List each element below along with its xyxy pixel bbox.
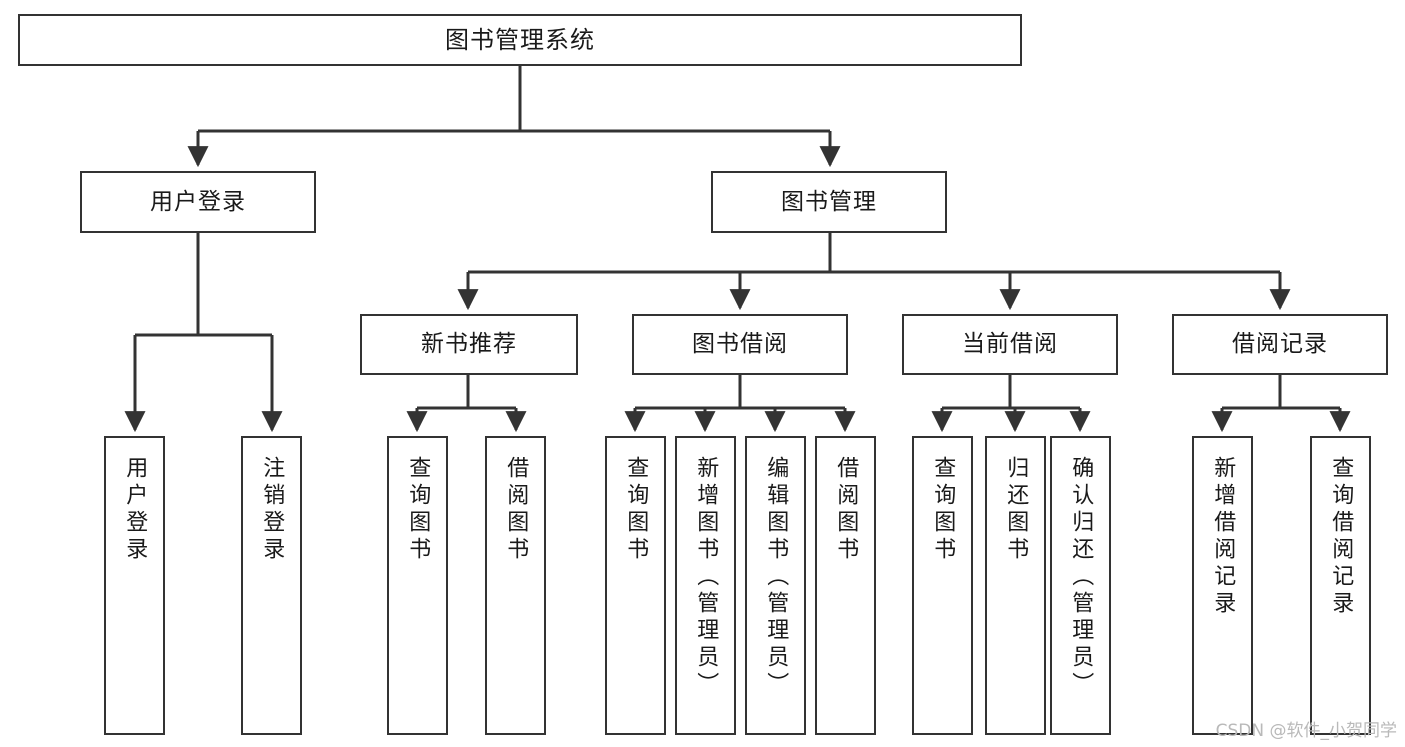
node-leaf-query-book-1-label: 查询图书 — [405, 456, 431, 564]
node-leaf-query-book-3-label: 查询图书 — [930, 456, 956, 564]
node-book-management-label: 图书管理 — [781, 188, 877, 215]
node-leaf-borrow-book-2-label: 借阅图书 — [833, 456, 859, 564]
node-leaf-confirm-return[interactable]: 确认归还（管理员） — [1050, 436, 1111, 735]
node-leaf-query-record[interactable]: 查询借阅记录 — [1310, 436, 1371, 735]
node-leaf-return-book[interactable]: 归还图书 — [985, 436, 1046, 735]
node-book-borrow-label: 图书借阅 — [692, 331, 788, 358]
node-user-login[interactable]: 用户登录 — [80, 171, 316, 233]
node-current-borrow-label: 当前借阅 — [962, 331, 1058, 358]
node-new-book-recommend-label: 新书推荐 — [421, 331, 517, 358]
node-borrow-record-label: 借阅记录 — [1232, 331, 1328, 358]
node-leaf-borrow-book-2[interactable]: 借阅图书 — [815, 436, 876, 735]
node-book-borrow[interactable]: 图书借阅 — [632, 314, 848, 375]
node-root-label: 图书管理系统 — [445, 26, 595, 54]
node-leaf-return-book-label: 归还图书 — [1003, 456, 1029, 564]
node-current-borrow[interactable]: 当前借阅 — [902, 314, 1118, 375]
node-leaf-query-book-2[interactable]: 查询图书 — [605, 436, 666, 735]
node-leaf-edit-book[interactable]: 编辑图书（管理员） — [745, 436, 806, 735]
node-new-book-recommend[interactable]: 新书推荐 — [360, 314, 578, 375]
node-leaf-add-book-label: 新增图书（管理员） — [693, 456, 719, 699]
node-leaf-user-login-label: 用户登录 — [122, 456, 148, 564]
node-leaf-add-record-label: 新增借阅记录 — [1210, 456, 1236, 618]
node-leaf-add-record[interactable]: 新增借阅记录 — [1192, 436, 1253, 735]
node-book-management[interactable]: 图书管理 — [711, 171, 947, 233]
node-root[interactable]: 图书管理系统 — [18, 14, 1022, 66]
node-leaf-user-login[interactable]: 用户登录 — [104, 436, 165, 735]
node-leaf-query-book-3[interactable]: 查询图书 — [912, 436, 973, 735]
node-leaf-query-record-label: 查询借阅记录 — [1328, 456, 1354, 618]
node-leaf-logout-label: 注销登录 — [259, 456, 285, 564]
node-leaf-edit-book-label: 编辑图书（管理员） — [763, 456, 789, 699]
node-borrow-record[interactable]: 借阅记录 — [1172, 314, 1388, 375]
node-leaf-borrow-book-1-label: 借阅图书 — [503, 456, 529, 564]
node-leaf-confirm-return-label: 确认归还（管理员） — [1068, 456, 1094, 699]
node-user-login-label: 用户登录 — [150, 188, 246, 215]
node-leaf-query-book-1[interactable]: 查询图书 — [387, 436, 448, 735]
csdn-watermark: CSDN @软件_小贺同学 — [1215, 721, 1397, 741]
node-leaf-borrow-book-1[interactable]: 借阅图书 — [485, 436, 546, 735]
node-leaf-logout[interactable]: 注销登录 — [241, 436, 302, 735]
node-leaf-add-book[interactable]: 新增图书（管理员） — [675, 436, 736, 735]
node-leaf-query-book-2-label: 查询图书 — [623, 456, 649, 564]
